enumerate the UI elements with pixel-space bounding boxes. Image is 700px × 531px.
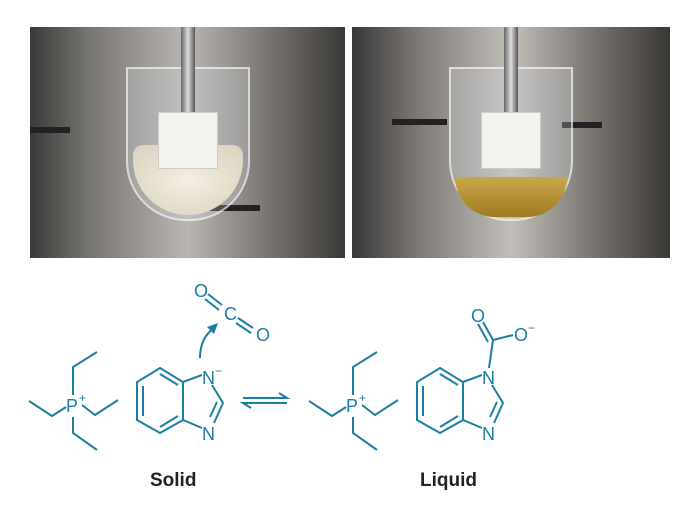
atom-n3: N (482, 424, 495, 444)
sample-holder (481, 112, 541, 169)
charge: + (359, 391, 366, 405)
oven-shelf (30, 127, 70, 133)
arrow-head (207, 323, 218, 334)
atom-p: P (346, 396, 358, 416)
photo-solid-state (30, 27, 345, 258)
atom-p: P (66, 396, 78, 416)
oven-shelf (392, 119, 447, 125)
atom-n1: N (482, 368, 495, 388)
atom-c: C (224, 304, 237, 324)
oven-shelf (562, 122, 602, 128)
atom-n3: N (202, 424, 215, 444)
photo-liquid-state (352, 27, 670, 258)
atom-o: O (194, 281, 208, 301)
yellow-liquid (455, 177, 567, 217)
benzimidazolide-anion: N − N (136, 323, 225, 444)
charge: − (528, 321, 535, 335)
stirrer-rod (180, 27, 195, 137)
benzimidazole-carboxylate: N N O O − (416, 306, 535, 444)
atom-n1: N (202, 368, 215, 388)
label-solid: Solid (150, 470, 197, 491)
charge: + (79, 391, 86, 405)
label-liquid: Liquid (420, 470, 477, 491)
stirrer-rod (504, 27, 518, 137)
phosphonium-cation-left: P + (28, 351, 119, 451)
charge: − (215, 364, 222, 378)
phosphonium-cation-right: P + (308, 351, 399, 451)
atom-o: O (471, 306, 485, 326)
co2-molecule: O C O (194, 281, 270, 345)
equilibrium-arrows (239, 392, 291, 409)
oven-shelf (210, 205, 260, 211)
sample-holder (157, 112, 218, 169)
atom-o-minus: O (514, 325, 528, 345)
atom-o: O (256, 325, 270, 345)
curved-arrow (199, 327, 215, 359)
